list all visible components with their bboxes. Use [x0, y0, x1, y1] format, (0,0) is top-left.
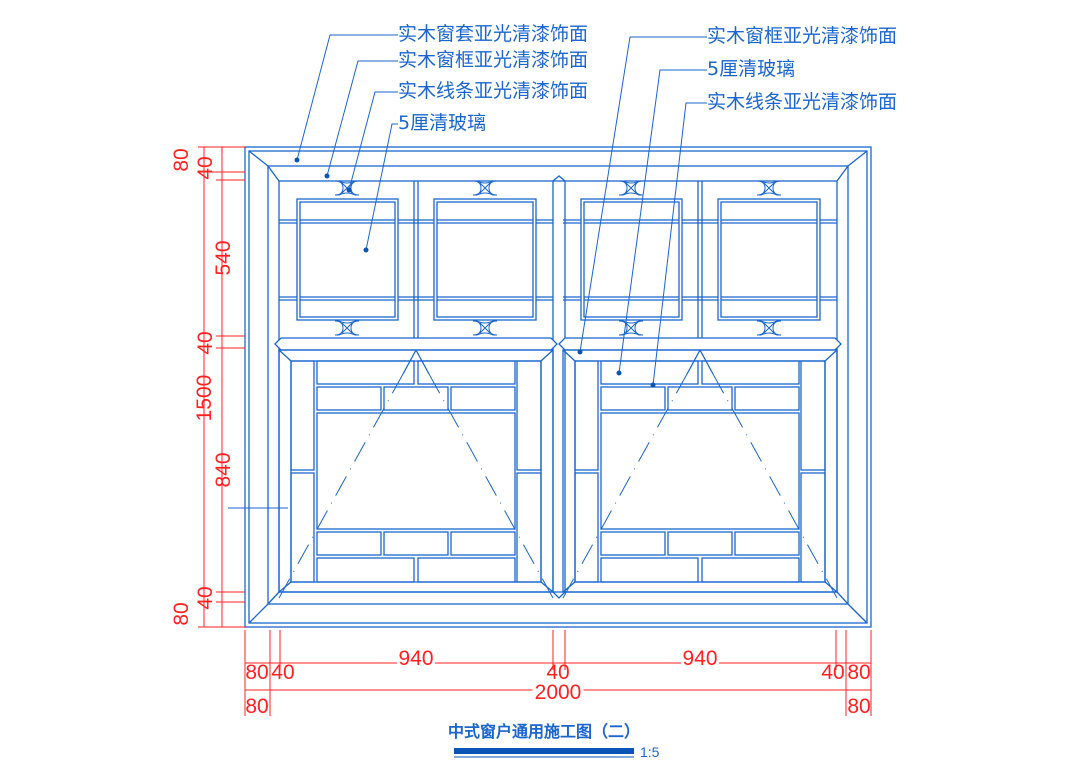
dim-bottom-frame: 40 — [194, 586, 217, 609]
label-glass-right: 5厘清玻璃 — [707, 58, 795, 80]
leader-lines — [228, 34, 707, 509]
label-window-frame: 实木窗框亚光清漆饰面 — [398, 49, 588, 71]
label-window-frame-right: 实木窗框亚光清漆饰面 — [707, 25, 897, 47]
dim-outer-right: 80 — [847, 695, 870, 718]
dim-frame-right: 40 — [821, 661, 844, 684]
drawing-title: 中式窗户通用施工图（二） — [448, 722, 640, 741]
right-window-sash — [559, 181, 841, 598]
dim-casing-right: 80 — [847, 661, 870, 684]
dim-transom: 40 — [194, 331, 217, 354]
label-wood-trim: 实木线条亚光清漆饰面 — [398, 80, 588, 102]
dim-sash-left: 940 — [398, 647, 433, 670]
dim-bottom-casing: 80 — [170, 602, 193, 625]
horizontal-dimensions — [244, 630, 872, 716]
dim-total-width: 2000 — [535, 681, 582, 704]
dim-casing-left: 80 — [245, 661, 268, 684]
dim-frame-left: 40 — [271, 661, 294, 684]
dim-top-casing: 80 — [170, 148, 193, 171]
left-window-sash — [275, 181, 557, 598]
label-window-casing: 实木窗套亚光清漆饰面 — [398, 23, 588, 45]
dim-sash-right: 940 — [682, 647, 717, 670]
dim-top-frame: 40 — [194, 156, 217, 179]
dim-mullion: 40 — [546, 661, 569, 684]
drawing-scale: 1:5 — [640, 744, 660, 760]
title-underline — [454, 748, 634, 754]
dim-outer-left: 80 — [245, 695, 268, 718]
label-glass: 5厘清玻璃 — [398, 112, 486, 134]
dim-upper: 540 — [212, 240, 235, 275]
dim-lower: 840 — [212, 452, 235, 487]
label-wood-trim-right: 实木线条亚光清漆饰面 — [707, 91, 897, 113]
dim-total-height: 1500 — [193, 375, 216, 422]
vertical-dimensions — [198, 146, 245, 628]
